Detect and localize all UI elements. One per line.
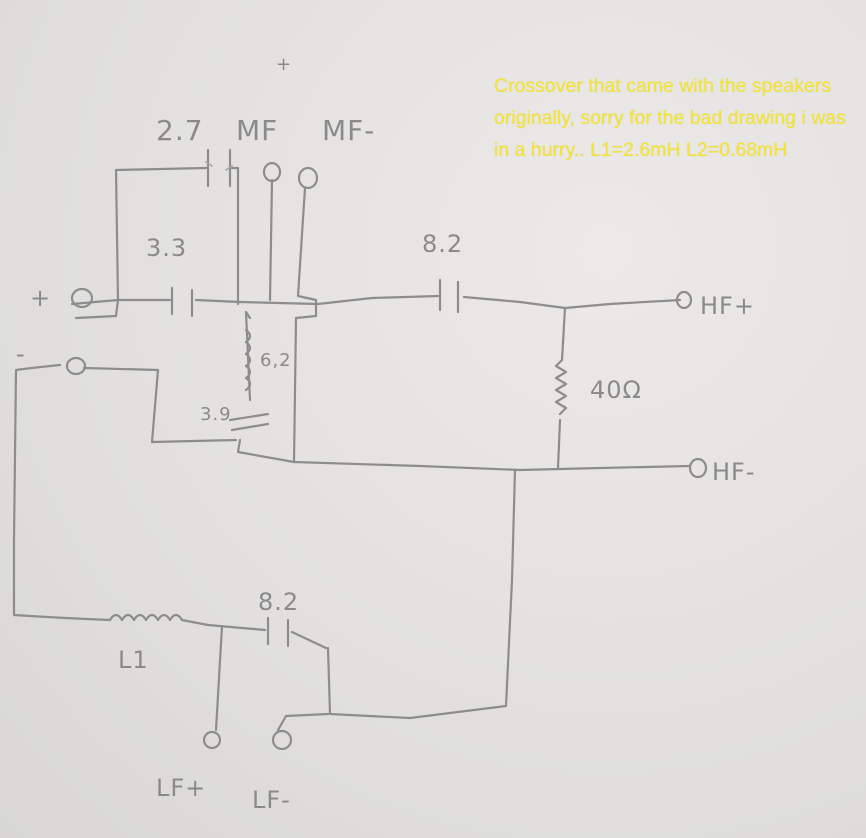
wire-middle-right [292,316,298,464]
capacitor-8-2-bottom [266,616,290,648]
label-l2-value: 6,2 [260,350,292,371]
terminal-input-plus [70,287,120,320]
label-l1: L1 [118,646,149,674]
wire-common-down [326,468,517,720]
terminal-input-minus [65,356,87,376]
label-c-8-2-top: 8.2 [422,230,463,258]
label-c-3-9: 3.9 [200,404,232,425]
capacitor-3-3 [170,286,194,318]
wire-top-bus [116,294,440,306]
wire-hf-plus [462,295,682,310]
inductor-l1 [108,613,210,627]
label-lf-minus: LF- [252,786,291,814]
wire-39-common [236,438,296,464]
label-resistor: 40Ω [590,376,642,404]
label-mf-minus: MF- [322,114,375,147]
wire-mf-plus-stem [268,178,274,302]
label-hf-plus: HF+ [700,292,755,320]
terminal-mf-minus [297,166,319,190]
caption-text: Crossover that came with the speakers or… [494,75,846,161]
wire-resistor-top [560,306,567,362]
wire-minus-to-39 [82,366,238,444]
terminal-hf-plus [675,290,693,310]
label-lf-plus: LF+ [156,774,206,802]
label-input-minus: - [16,340,26,368]
terminal-lf-minus [271,729,293,751]
label-hf-minus: HF- [712,458,756,486]
label-input-plus: + [30,284,51,312]
wire-mf-minus-stem [294,186,318,320]
label-c-8-2-bottom: 8.2 [258,588,299,616]
terminal-hf-minus [688,457,708,479]
inductor-l2 [244,328,252,392]
wire-lf-minus-stem [276,712,330,732]
label-mf-unit: MF [236,114,278,147]
resistor-40-ohm [554,358,568,416]
label-mf-cap: 2.7 [156,114,204,147]
label-c-3-3: 3.3 [146,234,187,262]
wire-common-rail [292,460,692,472]
wire-resistor-bottom [556,418,562,470]
capacitor-3-9 [228,412,270,432]
capacitor-8-2-top [438,278,460,314]
terminal-lf-plus [202,730,222,750]
wire-left-vertical [12,363,112,622]
label-mf-plus: + [276,54,292,75]
capacitor-2-7 [205,148,233,188]
wire-lf-plus-stem [214,624,224,732]
terminal-mf-plus [262,161,282,183]
wire-l1-out [206,623,328,650]
wire-mf-loop [114,166,240,306]
wires [12,166,692,732]
